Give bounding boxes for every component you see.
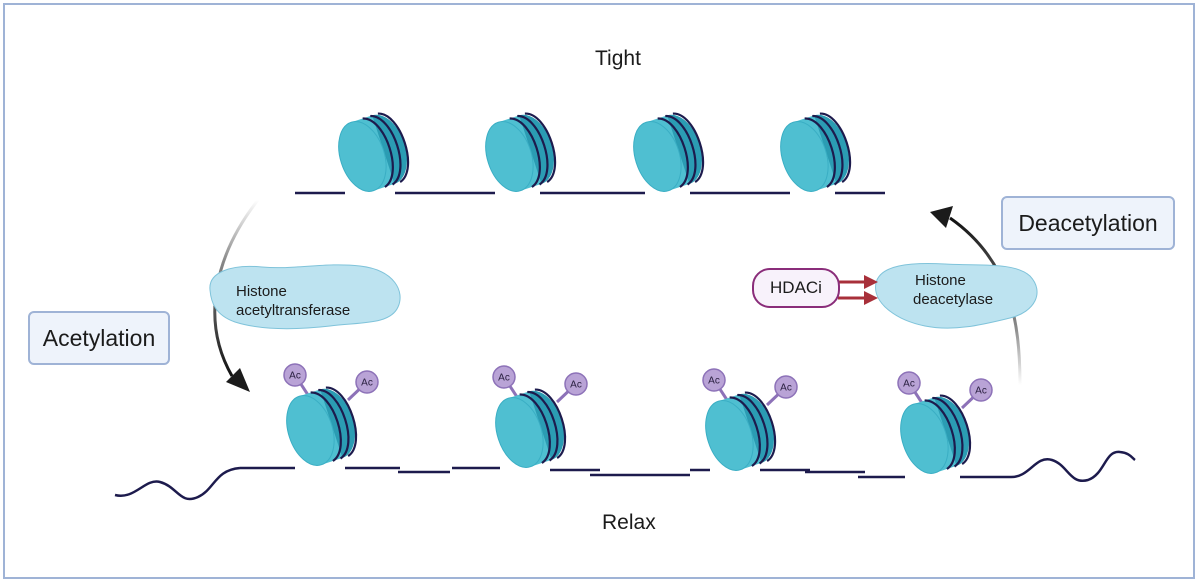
svg-text:Ac: Ac (289, 371, 301, 382)
relaxed-nucleosome (495, 388, 567, 468)
hat-enzyme-shape (209, 264, 401, 330)
svg-text:Ac: Ac (708, 376, 720, 387)
relaxed-nucleosome (705, 391, 777, 471)
acetyl-mark: Ac (702, 368, 731, 404)
svg-text:Ac: Ac (903, 379, 915, 390)
inhibition-arrows (838, 275, 878, 305)
hat-label-line2: acetyltransferase (236, 302, 351, 319)
tight-label: Tight (595, 47, 641, 70)
tight-nucleosome (485, 112, 557, 192)
relaxed-nucleosome (900, 394, 972, 474)
hdac-inhibitor-box: HDACi (752, 268, 840, 308)
acetyl-mark: Ac (492, 365, 521, 401)
relaxed-nucleosome (286, 386, 358, 466)
tight-nucleosome (633, 112, 705, 192)
svg-text:Ac: Ac (975, 386, 987, 397)
deacetylation-box: Deacetylation (1001, 196, 1175, 250)
hdac-enzyme-label: Histone deacetylase (913, 271, 993, 309)
svg-text:Ac: Ac (570, 380, 582, 391)
acetyl-mark: Ac (555, 372, 588, 404)
acetyl-mark: Ac (897, 371, 926, 407)
hat-enzyme-label: Histone acetyltransferase (236, 282, 350, 320)
hat-label-line1: Histone (236, 283, 287, 300)
hdac-label-line1: Histone (915, 272, 966, 289)
acetyl-mark: Ac (960, 378, 993, 410)
tight-nucleosome (338, 112, 410, 192)
svg-text:Ac: Ac (780, 383, 792, 394)
svg-text:Ac: Ac (498, 373, 510, 384)
acetyl-mark: Ac (346, 370, 379, 402)
acetyl-mark: Ac (765, 375, 798, 407)
svg-text:Ac: Ac (361, 378, 373, 389)
relaxed-dna-strand (114, 450, 1136, 501)
acetylation-label: Acetylation (42, 324, 156, 351)
hdac-enzyme-shape (875, 262, 1038, 329)
acetylation-box: Acetylation (28, 311, 170, 365)
tight-chromatin (295, 112, 885, 195)
acetyl-mark: Ac (283, 363, 312, 399)
hdac-inhibitor-label: HDACi (770, 278, 822, 297)
diagram-frame (3, 3, 1195, 579)
deacetylation-label: Deacetylation (1018, 209, 1158, 236)
tight-nucleosome (780, 112, 852, 192)
hdac-label-line2: deacetylase (913, 291, 994, 308)
relax-label: Relax (602, 511, 656, 534)
